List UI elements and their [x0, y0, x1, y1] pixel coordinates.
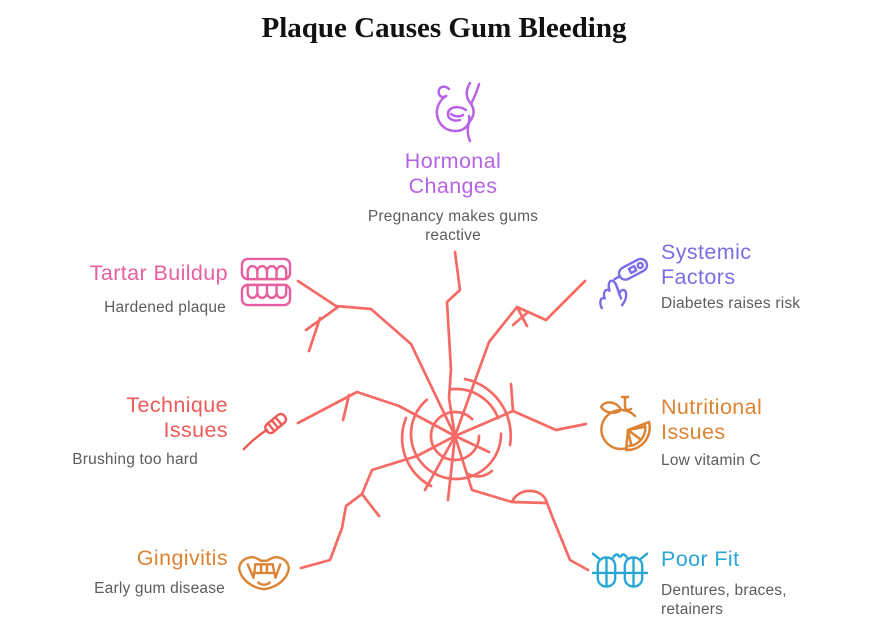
- braces-icon: [592, 551, 648, 593]
- orange-fruit-icon: [592, 392, 654, 454]
- node-description-poorfit: Dentures, braces, retainers: [661, 582, 787, 618]
- page-title: Plaque Causes Gum Bleeding: [261, 12, 627, 44]
- node-description-nutritional: Low vitamin C: [661, 452, 761, 469]
- mouth-icon: [235, 550, 293, 594]
- node-label-nutritional: Nutritional Issues: [661, 395, 763, 444]
- node-description-systemic: Diabetes raises risk: [661, 295, 801, 312]
- node-label-poorfit: Poor Fit: [661, 547, 740, 571]
- node-description-technique: Brushing too hard: [72, 451, 198, 468]
- node-label-tartar: Tartar Buildup: [89, 261, 228, 285]
- node-description-gingivitis: Early gum disease: [94, 580, 225, 597]
- node-label-hormonal: Hormonal Changes: [404, 149, 502, 198]
- glucose-meter-icon: [595, 253, 653, 315]
- node-label-gingivitis: Gingivitis: [136, 546, 228, 570]
- node-label-technique: Technique Issues: [126, 393, 228, 442]
- node-description-hormonal: Pregnancy makes gums reactive: [367, 208, 539, 244]
- toothbrush-icon: [239, 399, 291, 453]
- dentures-icon: [240, 257, 292, 307]
- node-description-tartar: Hardened plaque: [104, 299, 226, 316]
- pregnant-woman-icon: [429, 79, 481, 145]
- node-label-systemic: Systemic Factors: [661, 240, 752, 289]
